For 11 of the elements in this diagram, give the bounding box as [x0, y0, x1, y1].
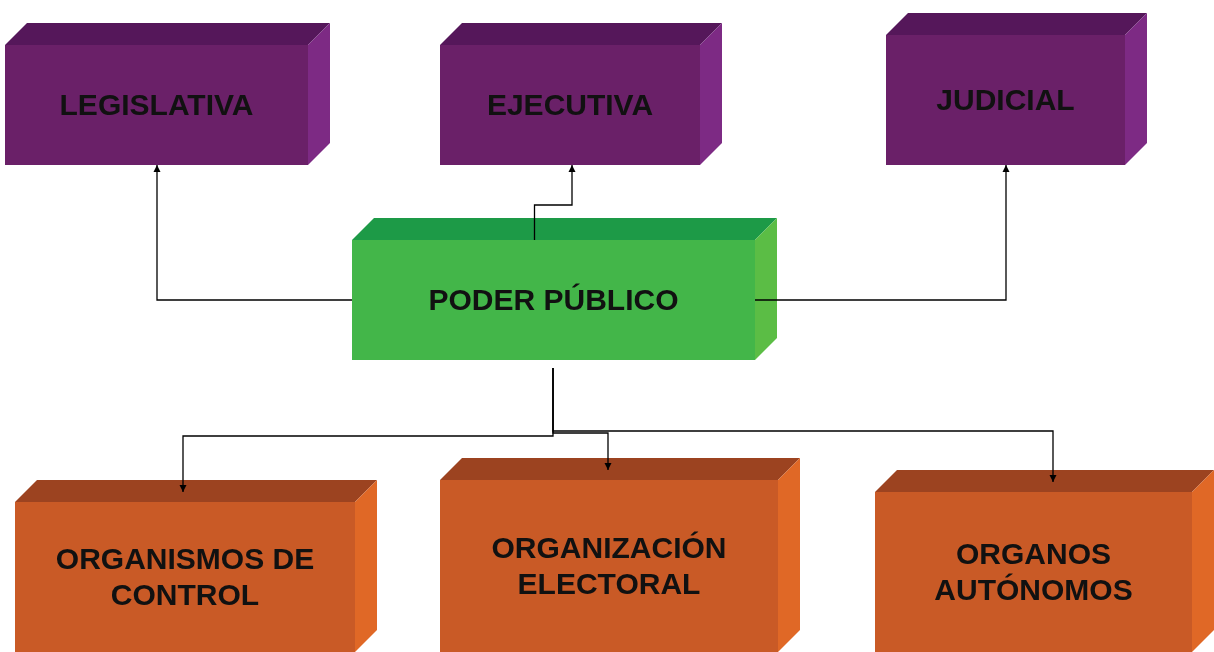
box-label: EJECUTIVA [485, 87, 655, 123]
arrow [533, 164, 576, 241]
box-label: ORGANIZACIÓN ELECTORAL [490, 530, 728, 602]
arrow [754, 164, 1010, 301]
box-label: ORGANISMOS DE CONTROL [54, 541, 316, 613]
box-label: PODER PÚBLICO [427, 282, 680, 318]
box-label: ORGANOS AUTÓNOMOS [933, 536, 1134, 608]
arrow [552, 367, 1057, 483]
box-label: LEGISLATIVA [58, 87, 255, 123]
box-label: JUDICIAL [935, 82, 1076, 118]
arrow [153, 164, 353, 301]
